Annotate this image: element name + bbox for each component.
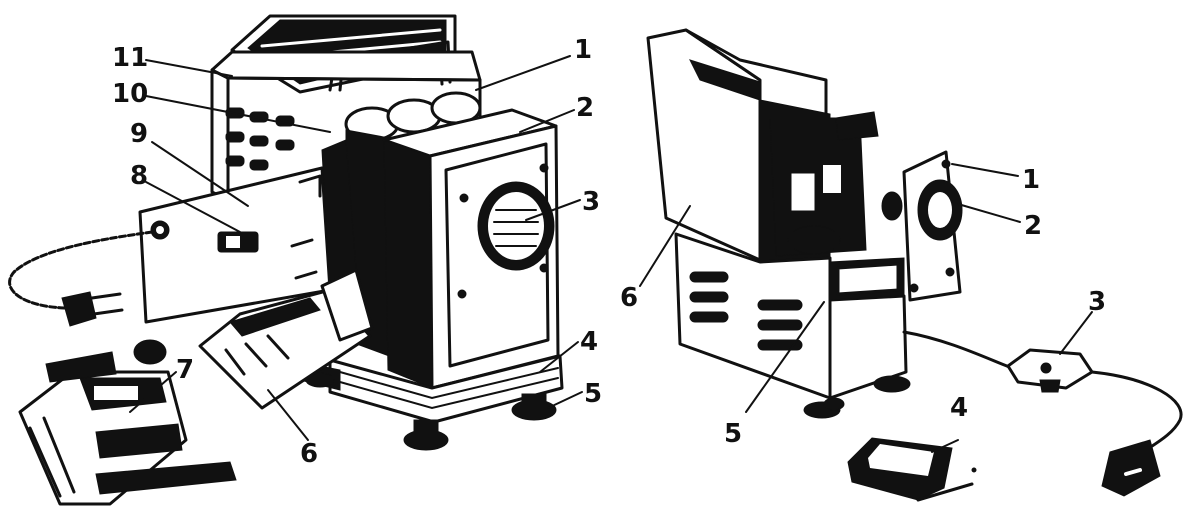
callout-left-7: 7 <box>176 355 194 385</box>
callout-left-9: 9 <box>130 119 148 149</box>
slide-carrier <box>198 268 374 410</box>
right-leader-lines <box>639 163 1093 453</box>
callout-left-11: 11 <box>112 43 148 73</box>
callout-right-3: 3 <box>1088 287 1106 317</box>
right-power-cord <box>902 330 1183 497</box>
callout-left-1: 1 <box>574 35 592 65</box>
transformer-unit <box>18 339 237 506</box>
side-vents <box>225 107 295 171</box>
callout-right-5: 5 <box>724 419 742 449</box>
left-feet <box>305 372 557 451</box>
lower-chassis <box>674 232 908 400</box>
right-callouts: 1 2 3 4 5 6 <box>620 165 1106 449</box>
callout-right-2: 2 <box>1024 211 1042 241</box>
callout-right-1: 1 <box>1022 165 1040 195</box>
left-power-cord <box>8 230 154 327</box>
left-callouts: 11 10 9 8 1 2 3 4 5 6 7 <box>112 35 602 469</box>
callout-right-4: 4 <box>950 393 968 423</box>
chassis-vents <box>689 271 803 351</box>
callout-left-2: 2 <box>576 93 594 123</box>
callout-left-10: 10 <box>112 79 148 109</box>
left-projector <box>8 14 564 506</box>
callout-left-3: 3 <box>582 187 600 217</box>
left-leader-lines <box>129 55 583 441</box>
callout-left-4: 4 <box>580 327 598 357</box>
right-feet <box>803 375 911 419</box>
callout-left-5: 5 <box>584 379 602 409</box>
hinged-lens-plate <box>881 150 963 302</box>
right-projector <box>646 28 1183 502</box>
front-lens-housing <box>382 108 560 390</box>
open-lamp-housing <box>646 28 879 263</box>
callout-left-6: 6 <box>300 439 318 469</box>
film-frame <box>847 437 977 502</box>
callout-left-8: 8 <box>130 161 148 191</box>
callout-right-6: 6 <box>620 283 638 313</box>
